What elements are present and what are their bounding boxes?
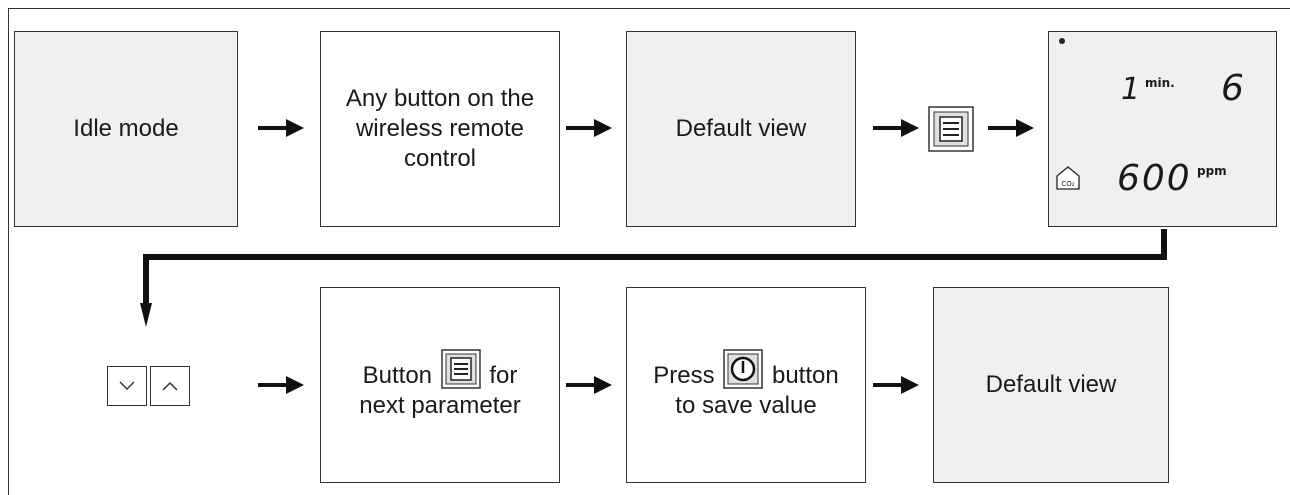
arrow-right bbox=[258, 376, 304, 394]
button-word: Button bbox=[362, 362, 433, 389]
remote-button-box: Any button on the wireless remote contro… bbox=[320, 31, 560, 227]
remote-line-2: wireless remote bbox=[355, 115, 525, 142]
menu-icon bbox=[440, 349, 481, 389]
save-value-box: Press button to save value bbox=[626, 287, 866, 483]
next-parameter-line-1: Button for bbox=[362, 349, 518, 391]
default-view-label-1: Default view bbox=[675, 115, 807, 142]
remote-line-1: Any button on the bbox=[345, 85, 535, 112]
lcd-display: 1 min. 6 CO₂ 600 ppm bbox=[1048, 31, 1277, 227]
idle-mode-box: Idle mode bbox=[14, 31, 238, 227]
chevron-down-icon bbox=[119, 381, 135, 391]
arrow-right bbox=[988, 119, 1034, 137]
lcd-right-digit: 6 bbox=[1221, 68, 1246, 109]
button-lower-word: button bbox=[771, 362, 839, 389]
power-icon bbox=[723, 349, 764, 389]
next-parameter-line-2: next parameter bbox=[359, 392, 521, 419]
menu-icon bbox=[928, 106, 974, 152]
idle-mode-label: Idle mode bbox=[73, 115, 179, 142]
chevron-up-icon bbox=[162, 381, 178, 391]
arrow-right bbox=[258, 119, 304, 137]
default-view-box-1: Default view bbox=[626, 31, 856, 227]
down-button bbox=[107, 366, 147, 406]
up-button bbox=[150, 366, 190, 406]
arrow-right bbox=[566, 119, 612, 137]
connector-arrow bbox=[140, 229, 1167, 327]
default-view-label-2: Default view bbox=[985, 371, 1117, 398]
next-parameter-box: Button for next parameter bbox=[320, 287, 560, 483]
arrow-right bbox=[566, 376, 612, 394]
arrow-right bbox=[873, 376, 919, 394]
lcd-value: 600 bbox=[1117, 158, 1192, 199]
indicator-dot bbox=[1059, 38, 1065, 44]
diagram-frame bbox=[8, 8, 1290, 495]
save-value-line-1: Press button bbox=[653, 349, 839, 391]
home-co2-icon: CO₂ bbox=[1056, 166, 1080, 190]
press-word: Press bbox=[653, 362, 715, 389]
lcd-unit-min: min. bbox=[1145, 76, 1175, 90]
remote-line-3: control bbox=[403, 145, 477, 172]
co2-label: CO₂ bbox=[1061, 180, 1074, 188]
arrow-right bbox=[873, 119, 919, 137]
for-word: for bbox=[489, 362, 518, 389]
lcd-minutes-digit: 1 bbox=[1121, 72, 1143, 107]
save-value-line-2: to save value bbox=[675, 392, 817, 419]
lcd-unit-ppm: ppm bbox=[1197, 164, 1227, 178]
default-view-box-2: Default view bbox=[933, 287, 1169, 483]
